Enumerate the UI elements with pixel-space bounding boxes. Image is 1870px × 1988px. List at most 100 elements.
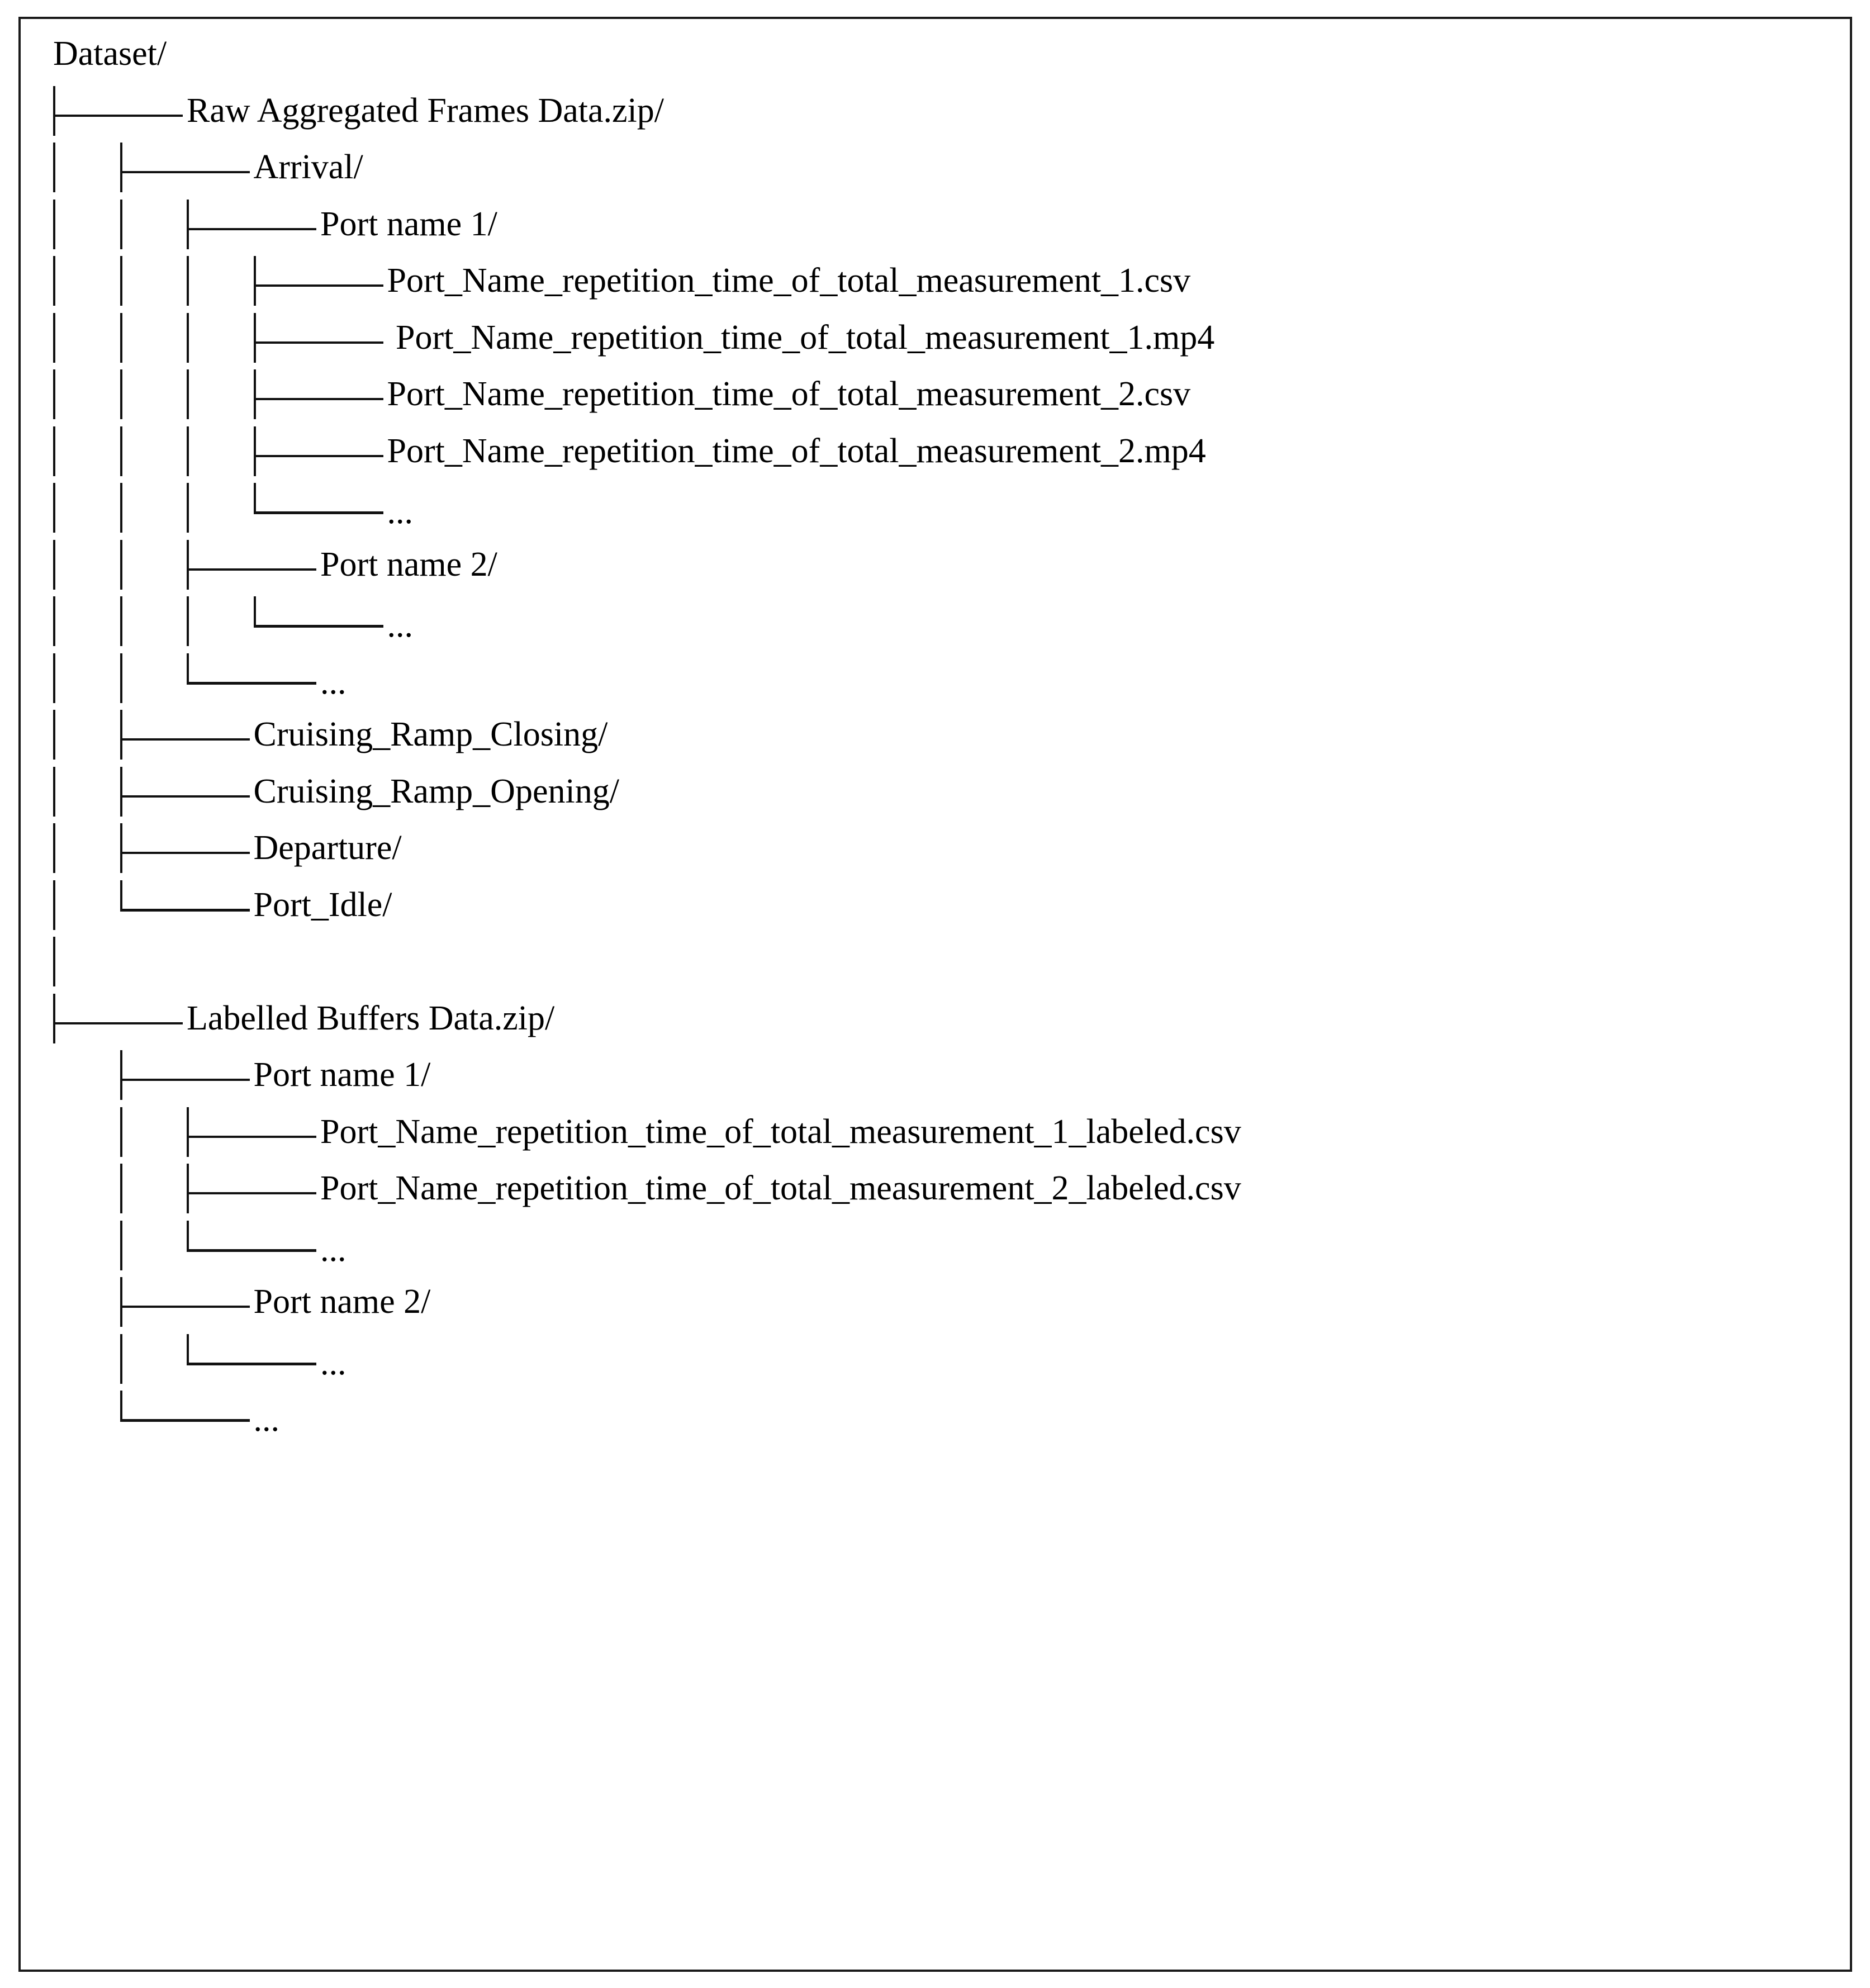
tree-guide-pipe xyxy=(53,196,120,253)
tree-guide-pipe xyxy=(53,1387,120,1444)
tree-guide-pipe xyxy=(53,763,120,820)
tree-guide-pipe xyxy=(120,366,187,423)
tree-connector-tee-icon xyxy=(120,820,254,877)
tree-guide-pipe xyxy=(120,537,187,594)
tree-guide-pipe xyxy=(53,1104,120,1161)
tree-row: Port name 2/ xyxy=(53,537,1847,594)
tree-guide-pipe xyxy=(120,1104,187,1161)
tree-connector-tee-icon xyxy=(253,310,387,367)
tree-row: Port name 1/ xyxy=(53,1047,1847,1104)
tree-guide-pipe xyxy=(53,139,120,196)
tree-guide-pipe xyxy=(53,1331,120,1388)
tree-node-label: Port_Name_repetition_time_of_total_measu… xyxy=(320,1112,1241,1151)
tree-node-label: Port name 2/ xyxy=(320,545,497,583)
tree-guide-pipe xyxy=(187,480,254,537)
tree-guide-pipe xyxy=(187,253,254,310)
tree-node-label: Cruising_Ramp_Closing/ xyxy=(253,715,608,753)
tree-guide-pipe xyxy=(53,877,120,934)
tree-connector-tee-icon xyxy=(253,253,387,310)
tree-row: Labelled Buffers Data.zip/ xyxy=(53,990,1847,1047)
tree-connector-tee-icon xyxy=(253,366,387,423)
tree-guide-pipe xyxy=(120,1331,187,1388)
tree-row: Cruising_Ramp_Opening/ xyxy=(53,763,1847,820)
tree-connector-tee-icon xyxy=(53,83,187,140)
tree-row: Departure/ xyxy=(53,820,1847,877)
tree-ellipsis-label: ... xyxy=(320,1344,347,1382)
tree-row: ... xyxy=(53,1387,1847,1444)
directory-tree-listing: Dataset/Raw Aggregated Frames Data.zip/A… xyxy=(53,26,1847,1966)
tree-guide-pipe xyxy=(53,1047,120,1104)
tree-guide-pipe xyxy=(53,820,120,877)
tree-connector-tee-icon xyxy=(120,763,254,820)
tree-guide-pipe xyxy=(53,366,120,423)
tree-connector-elbow-icon xyxy=(187,650,320,707)
tree-ellipsis-label: ... xyxy=(320,1230,347,1269)
tree-guide-pipe xyxy=(53,423,120,480)
tree-connector-elbow-icon xyxy=(187,1331,320,1388)
tree-ellipsis-label: ... xyxy=(387,606,414,644)
tree-ellipsis-label: ... xyxy=(387,493,414,531)
tree-row: Port_Name_repetition_time_of_total_measu… xyxy=(53,253,1847,310)
tree-row: ... xyxy=(53,1217,1847,1274)
tree-row: ... xyxy=(53,650,1847,707)
tree-row xyxy=(53,933,1847,990)
tree-ellipsis-label: ... xyxy=(320,663,347,701)
tree-guide-pipe xyxy=(53,537,120,594)
tree-guide-pipe xyxy=(120,650,187,707)
tree-connector-tee-icon xyxy=(187,1160,320,1217)
tree-node-label: Labelled Buffers Data.zip/ xyxy=(187,999,555,1037)
tree-guide-pipe xyxy=(120,480,187,537)
tree-row: Port_Name_repetition_time_of_total_measu… xyxy=(53,1104,1847,1161)
tree-connector-elbow-icon xyxy=(120,1387,254,1444)
tree-row: Arrival/ xyxy=(53,139,1847,196)
tree-connector-tee-icon xyxy=(187,537,320,594)
tree-guide-pipe xyxy=(53,1160,120,1217)
tree-node-label: Port name 2/ xyxy=(253,1283,431,1321)
tree-node-label: Port_Idle/ xyxy=(253,885,392,924)
tree-connector-tee-icon xyxy=(120,1047,254,1104)
tree-node-label: Raw Aggregated Frames Data.zip/ xyxy=(187,91,664,130)
tree-row: Port name 1/ xyxy=(53,196,1847,253)
tree-row: Port_Name_repetition_time_of_total_measu… xyxy=(53,366,1847,423)
tree-row: Port_Name_repetition_time_of_total_measu… xyxy=(53,310,1847,367)
tree-guide-pipe xyxy=(187,366,254,423)
tree-node-label: Port name 1/ xyxy=(320,205,497,243)
tree-guide-pipe xyxy=(187,310,254,367)
tree-node-label: Arrival/ xyxy=(253,148,363,186)
tree-connector-elbow-icon xyxy=(120,877,254,934)
tree-guide-pipe xyxy=(53,593,120,650)
tree-row: Cruising_Ramp_Closing/ xyxy=(53,706,1847,763)
tree-node-label: Port_Name_repetition_time_of_total_measu… xyxy=(320,1169,1241,1207)
tree-guide-pipe xyxy=(120,310,187,367)
directory-tree-box: Dataset/Raw Aggregated Frames Data.zip/A… xyxy=(18,17,1852,1972)
tree-connector-elbow-icon xyxy=(253,480,387,537)
tree-root-label: Dataset/ xyxy=(53,35,167,73)
tree-node-label: Port_Name_repetition_time_of_total_measu… xyxy=(387,375,1191,413)
tree-row: Port_Idle/ xyxy=(53,877,1847,934)
tree-connector-elbow-icon xyxy=(187,1217,320,1274)
tree-node-label: Port name 1/ xyxy=(253,1056,431,1094)
tree-node-label: Port_Name_repetition_time_of_total_measu… xyxy=(387,431,1206,470)
tree-node-label: Departure/ xyxy=(253,829,402,867)
tree-row: ... xyxy=(53,480,1847,537)
tree-guide-pipe xyxy=(187,593,254,650)
tree-node-label: Port_Name_repetition_time_of_total_measu… xyxy=(387,262,1191,300)
tree-connector-tee-icon xyxy=(120,1274,254,1331)
tree-guide-pipe xyxy=(53,933,120,990)
tree-connector-tee-icon xyxy=(253,423,387,480)
tree-connector-tee-icon xyxy=(187,196,320,253)
tree-row: ... xyxy=(53,593,1847,650)
tree-connector-tee-icon xyxy=(187,1104,320,1161)
tree-row: ... xyxy=(53,1331,1847,1388)
tree-connector-tee-icon xyxy=(120,139,254,196)
tree-guide-pipe xyxy=(120,253,187,310)
tree-guide-pipe xyxy=(53,1217,120,1274)
tree-guide-pipe xyxy=(53,706,120,763)
tree-row: Port name 2/ xyxy=(53,1274,1847,1331)
tree-guide-pipe xyxy=(120,1217,187,1274)
tree-guide-pipe xyxy=(120,1160,187,1217)
tree-node-label: Port_Name_repetition_time_of_total_measu… xyxy=(387,318,1215,357)
tree-guide-pipe xyxy=(53,1274,120,1331)
tree-connector-tee-icon xyxy=(53,990,187,1047)
